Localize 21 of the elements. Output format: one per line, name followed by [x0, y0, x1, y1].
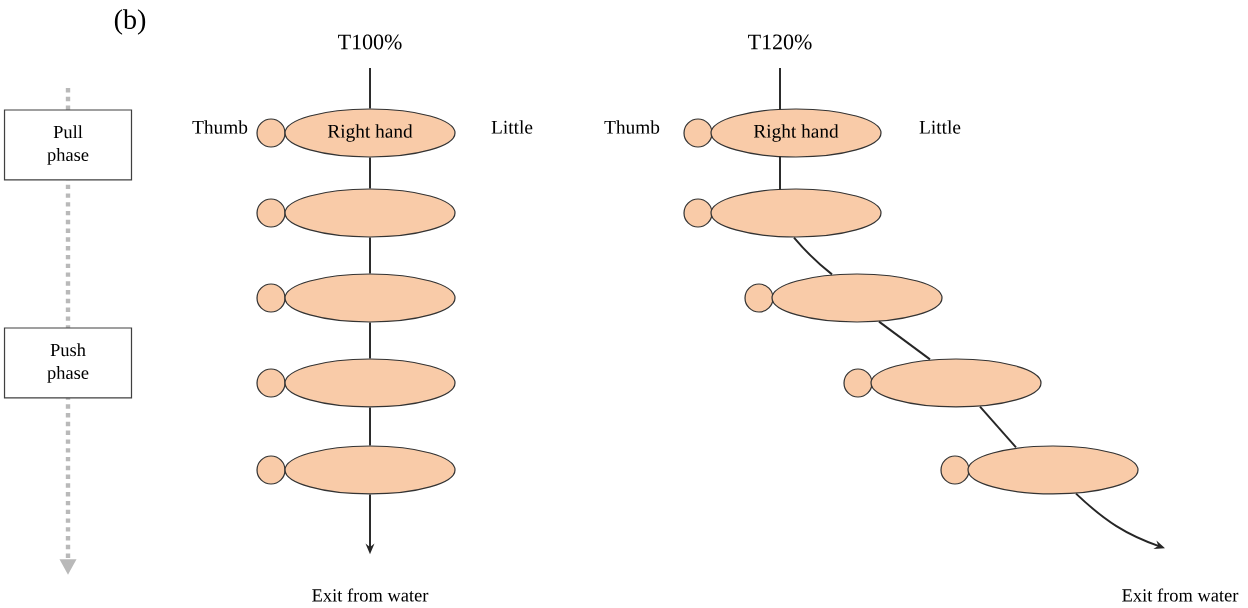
finger-label: Thumb	[192, 120, 248, 134]
finger-label: Little	[919, 120, 961, 134]
finger-label: Little	[491, 120, 533, 134]
thumb-circle	[256, 455, 286, 485]
thumb-circle	[843, 368, 873, 398]
exit-label: Exit from water	[312, 588, 429, 602]
thumb-circle	[744, 283, 774, 313]
thumb-circle	[256, 283, 286, 313]
finger-label: Thumb	[604, 120, 660, 134]
phase-box: Push phase	[3, 327, 133, 399]
exit-label: Exit from water	[1122, 588, 1239, 602]
panel-label: (b)	[114, 9, 146, 35]
thumb-circle	[683, 118, 713, 148]
thumb-circle	[683, 198, 713, 228]
condition-label: T120%	[748, 34, 812, 50]
thumb-circle	[256, 118, 286, 148]
thumb-circle	[256, 198, 286, 228]
phase-box: Pull phase	[3, 109, 133, 181]
thumb-circle	[256, 368, 286, 398]
condition-label: T100%	[338, 34, 402, 50]
thumb-circle	[940, 455, 970, 485]
